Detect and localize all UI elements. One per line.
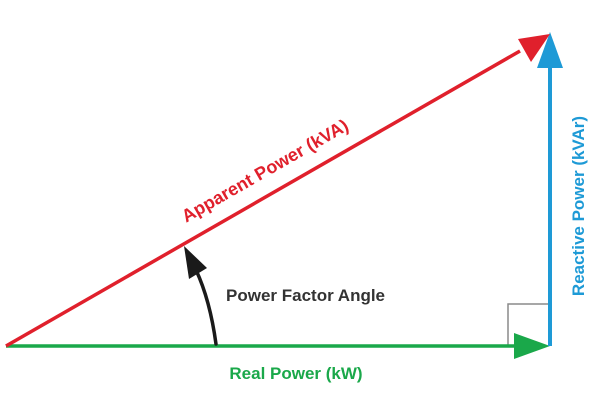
real-power-vector	[6, 333, 550, 359]
real-power-label: Real Power (kW)	[229, 364, 362, 383]
real-power-arrowhead	[514, 333, 550, 359]
apparent-power-vector	[5, 34, 550, 348]
right-angle-marker	[507, 303, 550, 346]
reactive-power-label: Reactive Power (kVAr)	[569, 116, 588, 296]
apparent-power-label: Apparent Power (kVA)	[178, 115, 352, 226]
apparent-power-arrowhead	[518, 34, 550, 62]
angle-arrowhead	[184, 246, 207, 279]
reactive-power-arrowhead	[537, 32, 563, 68]
power-factor-angle-arc	[184, 246, 218, 346]
reactive-power-vector	[537, 32, 563, 346]
power-factor-angle-label: Power Factor Angle	[226, 286, 385, 305]
